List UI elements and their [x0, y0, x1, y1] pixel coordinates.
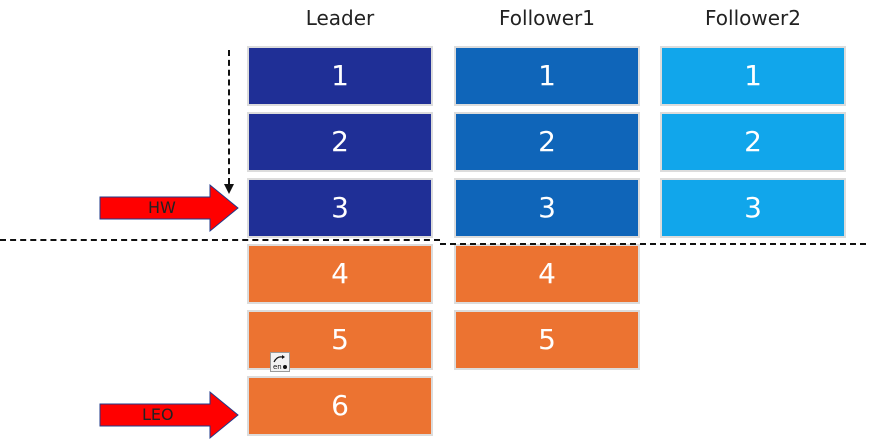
follower1-log-entry: 2 — [454, 112, 640, 172]
follower1-log-entry: 5 — [454, 310, 640, 370]
down-arrow-head-icon — [224, 184, 234, 194]
column-title-follower2: Follower2 — [705, 6, 801, 30]
translate-icon[interactable]: en — [270, 352, 290, 372]
leader-log-entry: 4 — [247, 244, 433, 304]
hw-arrow-icon — [99, 183, 239, 233]
leader-log-entry: 2 — [247, 112, 433, 172]
column-title-follower1: Follower1 — [499, 6, 595, 30]
high-watermark-line — [0, 239, 440, 241]
follower2-log-entry: 1 — [660, 46, 846, 106]
leo-arrow-icon — [99, 390, 239, 440]
leo-label: LEO — [142, 405, 174, 424]
column-title-leader: Leader — [305, 6, 375, 30]
follower1-log-entry: 4 — [454, 244, 640, 304]
follower1-log-entry: 1 — [454, 46, 640, 106]
leader-log-entry: 6 — [247, 376, 433, 436]
high-watermark-line-right — [440, 243, 866, 245]
leader-log-entry: 1 — [247, 46, 433, 106]
follower2-log-entry: 3 — [660, 178, 846, 238]
follower2-log-entry: 2 — [660, 112, 846, 172]
hw-label: HW — [148, 198, 176, 217]
follower1-log-entry: 3 — [454, 178, 640, 238]
leader-log-entry: 3 — [247, 178, 433, 238]
svg-text:en: en — [273, 363, 282, 371]
dashed-down-arrow — [228, 50, 230, 184]
